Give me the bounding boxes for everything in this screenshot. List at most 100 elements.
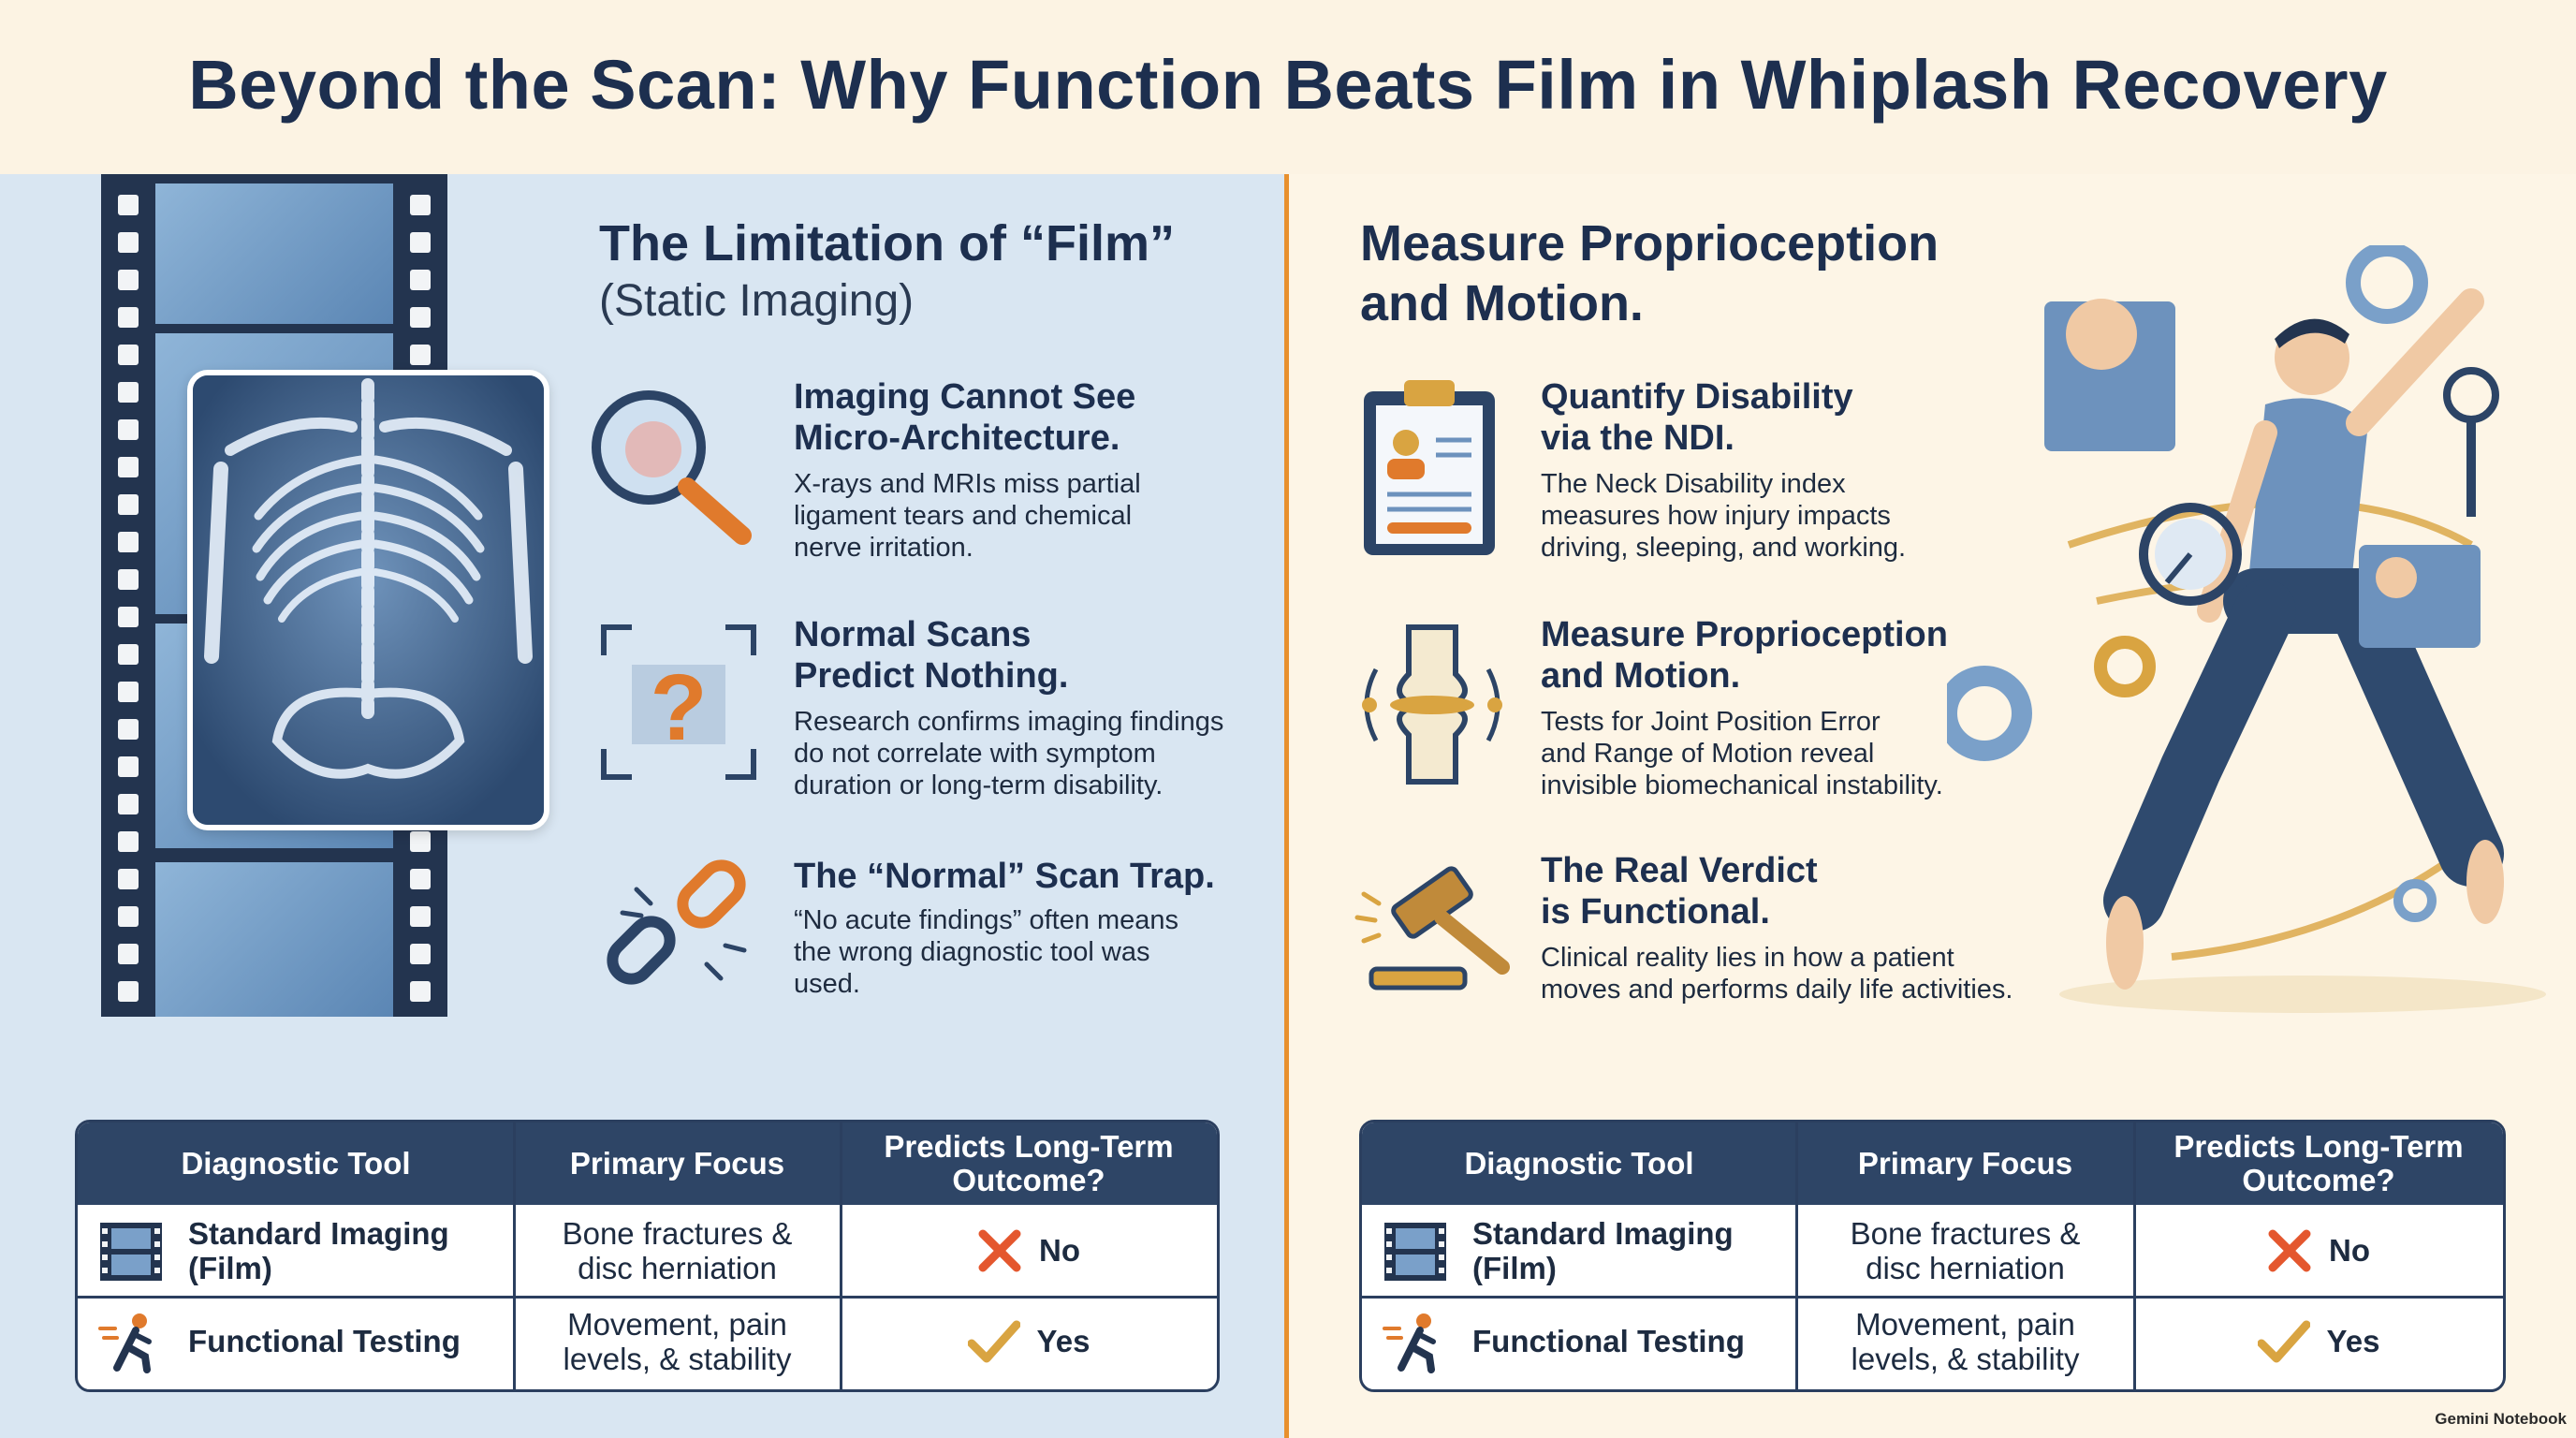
table-cell-outcome: No [841, 1205, 1217, 1296]
film-frame [155, 183, 393, 324]
film-icon [1383, 1221, 1448, 1287]
table-header-cell: Primary Focus [1857, 1146, 2073, 1181]
table-divider [78, 1296, 1217, 1299]
table-header-cell: Primary Focus [569, 1146, 785, 1181]
table-cell-tool: Standard Imaging(Film) [188, 1205, 503, 1296]
film-sprocket-hole [118, 719, 139, 740]
table-cell-focus: Bone fractures &disc herniation [1796, 1205, 2134, 1296]
film-sprocket-hole [410, 831, 431, 852]
right-item-title: Quantify Disability via the NDI. [1541, 376, 1853, 459]
title-line: Micro-Architecture. [794, 418, 1120, 458]
question-puzzle-icon: ? [599, 623, 758, 786]
table-divider [840, 1123, 842, 1389]
title-line: The Real Verdict [1541, 851, 1818, 890]
right-item-title: The Real Verdict is Functional. [1541, 850, 1818, 932]
joint-icon [1353, 623, 1512, 791]
table-header-cell: Predicts Long-Term Outcome? [884, 1129, 1174, 1197]
film-frame [155, 862, 393, 1017]
tool-line: Functional Testing [188, 1324, 461, 1358]
left-heading: The Limitation of “Film” [599, 215, 1175, 271]
table-cell-outcome: Yes [841, 1299, 1217, 1384]
film-sprocket-hole [118, 944, 139, 964]
heading-line: Measure Proprioception [1360, 215, 1939, 271]
table-divider [1362, 1296, 2503, 1299]
left-item-title: Normal Scans Predict Nothing. [794, 614, 1068, 697]
table-header-row [1362, 1123, 2503, 1205]
table-divider [513, 1123, 516, 1389]
tool-line: Standard Imaging [188, 1215, 449, 1251]
title-line: Predict Nothing. [794, 656, 1069, 696]
body-line: used. [794, 969, 860, 999]
runner-illustration [1937, 242, 2565, 1027]
body-line: invisible biomechanical instability. [1541, 770, 1943, 800]
film-sprocket-hole [118, 532, 139, 552]
outcome-text: Yes [1036, 1324, 1090, 1358]
table-cell-tool: Standard Imaging(Film) [1472, 1205, 1785, 1296]
body-line: and Range of Motion reveal [1541, 739, 1875, 769]
runner-icon [98, 1312, 164, 1378]
title-line: Normal Scans [794, 615, 1032, 654]
body-line: do not correlate with symptom [794, 739, 1156, 769]
right-item-body: The Neck Disability index measures how i… [1541, 468, 1906, 564]
runner-icon [1383, 1312, 1448, 1378]
body-line: X-rays and MRIs miss partial [794, 469, 1141, 499]
film-sprocket-hole [410, 869, 431, 889]
xray-image [187, 370, 549, 830]
outcome-text: No [1039, 1233, 1080, 1268]
table-cell-outcome: No [2134, 1205, 2503, 1296]
film-sprocket-hole [410, 944, 431, 964]
body-line: Tests for Joint Position Error [1541, 707, 1881, 737]
right-item-body: Tests for Joint Position Error and Range… [1541, 706, 1943, 801]
film-sprocket-hole [118, 831, 139, 852]
heading-line: and Motion. [1360, 275, 1644, 331]
film-icon [98, 1221, 164, 1287]
film-sprocket-hole [118, 195, 139, 215]
body-line: nerve irritation. [794, 533, 973, 563]
left-item-body: Research confirms imaging findings do no… [794, 706, 1223, 801]
table-header-cell: Predicts Long-Term Outcome? [2174, 1129, 2464, 1197]
gavel-icon [1353, 857, 1516, 1002]
film-sprocket-hole [118, 569, 139, 590]
panel-divider [1284, 174, 1289, 1438]
film-sprocket-hole [410, 981, 431, 1002]
film-sprocket-hole [118, 382, 139, 403]
film-sprocket-hole [410, 232, 431, 253]
left-subheading: (Static Imaging) [599, 276, 915, 326]
x-icon [2267, 1228, 2312, 1273]
left-item-title: The “Normal” Scan Trap. [794, 857, 1215, 896]
body-line: duration or long-term disability. [794, 770, 1164, 800]
check-icon [2257, 1319, 2310, 1364]
body-line: measures how injury impacts [1541, 501, 1891, 531]
title-line: Quantify Disability [1541, 377, 1853, 417]
body-line: driving, sleeping, and working. [1541, 533, 1907, 563]
right-item-title: Measure Proprioception and Motion. [1541, 614, 1948, 697]
film-sprocket-hole [118, 307, 139, 328]
focus-line: Movement, pain [1855, 1306, 2075, 1342]
table-header-cell: Diagnostic Tool [1464, 1146, 1694, 1181]
left-item-body: X-rays and MRIs miss partial ligament te… [794, 468, 1141, 564]
body-line: “No acute findings” often means [794, 905, 1179, 935]
film-sprocket-hole [118, 682, 139, 702]
right-heading: Measure Proprioception and Motion. [1360, 213, 1939, 333]
body-line: moves and performs daily life activities… [1541, 975, 2013, 1005]
table-divider [1795, 1123, 1798, 1389]
film-sprocket-hole [118, 270, 139, 290]
film-sprocket-hole [118, 906, 139, 927]
magnifier-icon [569, 374, 766, 557]
film-sprocket-hole [118, 232, 139, 253]
table-cell-focus: Bone fractures &disc herniation [514, 1205, 841, 1296]
film-sprocket-hole [118, 981, 139, 1002]
body-line: The Neck Disability index [1541, 469, 1846, 499]
table-cell-tool: Functional Testing [1472, 1299, 1785, 1384]
tool-line: (Film) [1472, 1250, 1557, 1285]
tool-line: Standard Imaging [1472, 1215, 1734, 1251]
film-sprocket-hole [118, 869, 139, 889]
body-line: Clinical reality lies in how a patient [1541, 943, 1954, 973]
table-cell-tool: Functional Testing [188, 1299, 503, 1384]
title-line: and Motion. [1541, 656, 1741, 696]
table-header-cell: Diagnostic Tool [181, 1146, 411, 1181]
page-title: Beyond the Scan: Why Function Beats Film… [188, 46, 2388, 124]
film-sprocket-hole [410, 270, 431, 290]
